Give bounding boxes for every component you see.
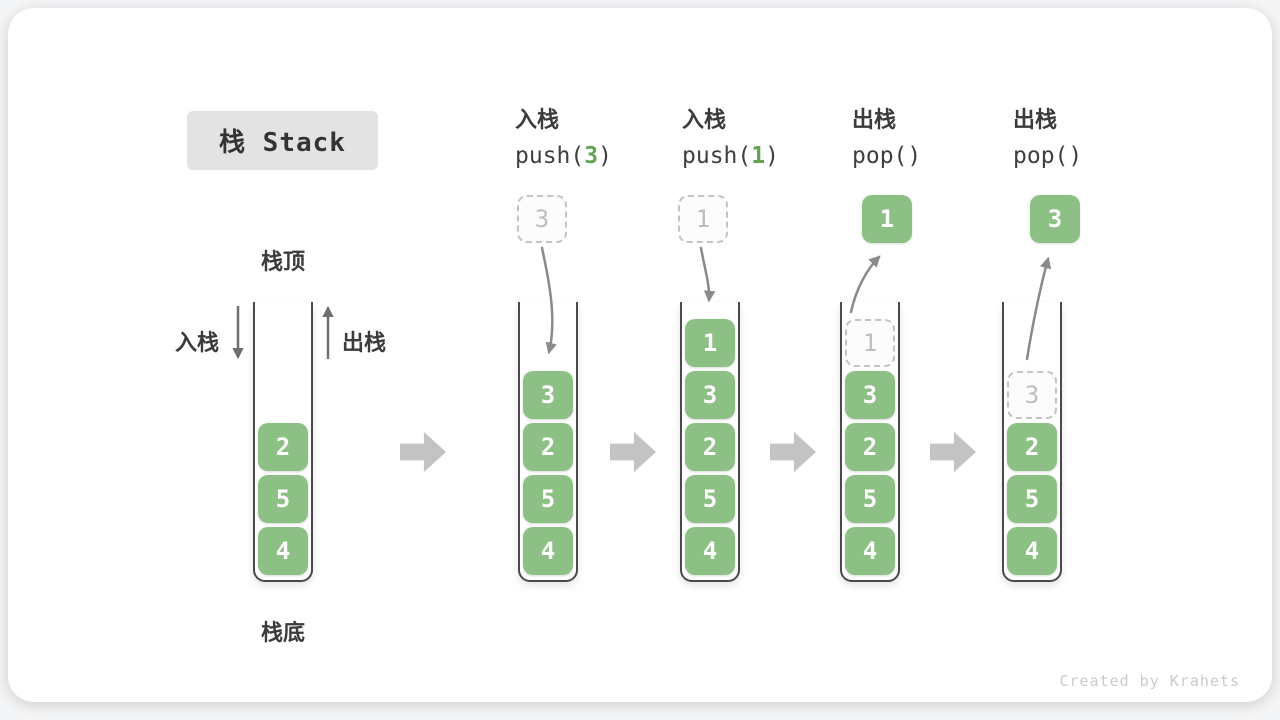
operation-code: pop() <box>852 142 921 170</box>
diagram-card: 栈 Stack 入栈 push(3) 入栈 push(1) 出栈 pop() 出… <box>8 8 1272 702</box>
code-fn: pop( <box>1013 143 1069 169</box>
watermark: Created by Krahets <box>1059 672 1240 690</box>
stack-item: 4 <box>523 527 573 575</box>
code-fn: push( <box>515 143 585 169</box>
step-arrow-icon <box>400 431 446 473</box>
stack-bottom-label: 栈底 <box>260 621 305 646</box>
stack-item: 4 <box>845 527 895 575</box>
step-arrow-icon <box>930 431 976 473</box>
operation-name: 入栈 <box>515 108 560 133</box>
stack-item: 1 <box>685 319 735 367</box>
popped-item: 3 <box>1030 195 1080 243</box>
code-fn: pop( <box>852 143 908 169</box>
step-arrow-icon <box>610 431 656 473</box>
incoming-item: 3 <box>517 195 567 243</box>
push-arrow-icon <box>699 246 716 303</box>
operation-label-push3: 入栈 push(3) <box>515 107 612 170</box>
code-close: ) <box>907 143 922 169</box>
stack-item: 2 <box>685 423 735 471</box>
stack-item: 5 <box>258 475 308 523</box>
step-arrow-icon <box>770 431 816 473</box>
operation-code: pop() <box>1013 142 1082 170</box>
code-arg: 1 <box>751 143 766 169</box>
code-fn: push( <box>682 143 752 169</box>
stack-item: 5 <box>845 475 895 523</box>
popped-item: 1 <box>862 195 912 243</box>
stack-item: 4 <box>258 527 308 575</box>
stack-item: 4 <box>1007 527 1057 575</box>
push-side-label: 入栈 <box>175 331 220 356</box>
title-text: 栈 Stack <box>219 128 346 158</box>
stack-item: 5 <box>685 475 735 523</box>
code-close: ) <box>765 143 779 169</box>
stack-item: 5 <box>523 475 573 523</box>
pop-side-label: 出栈 <box>342 331 387 356</box>
stack-item: 3 <box>685 371 735 419</box>
incoming-item: 1 <box>678 195 728 243</box>
title-badge: 栈 Stack <box>187 111 378 170</box>
operation-name: 入栈 <box>682 108 727 133</box>
stack-item: 2 <box>523 423 573 471</box>
ghost-slot: 3 <box>1007 371 1057 419</box>
stack-item: 2 <box>258 423 308 471</box>
operation-label-pop2: 出栈 pop() <box>1013 107 1082 170</box>
operation-code: push(1) <box>682 142 779 170</box>
stack-item: 2 <box>845 423 895 471</box>
stack-item: 3 <box>523 371 573 419</box>
code-close: ) <box>598 143 612 169</box>
operation-label-push1: 入栈 push(1) <box>682 107 779 170</box>
operation-label-pop1: 出栈 pop() <box>852 107 921 170</box>
code-close: ) <box>1068 143 1083 169</box>
operation-name: 出栈 <box>852 108 897 133</box>
code-arg: 3 <box>584 143 599 169</box>
stack-top-label: 栈顶 <box>260 250 305 275</box>
stack-item: 4 <box>685 527 735 575</box>
stack-item: 3 <box>845 371 895 419</box>
stack-item: 2 <box>1007 423 1057 471</box>
operation-code: push(3) <box>515 142 612 170</box>
stack-item: 5 <box>1007 475 1057 523</box>
operation-name: 出栈 <box>1013 108 1058 133</box>
ghost-slot: 1 <box>845 319 895 367</box>
